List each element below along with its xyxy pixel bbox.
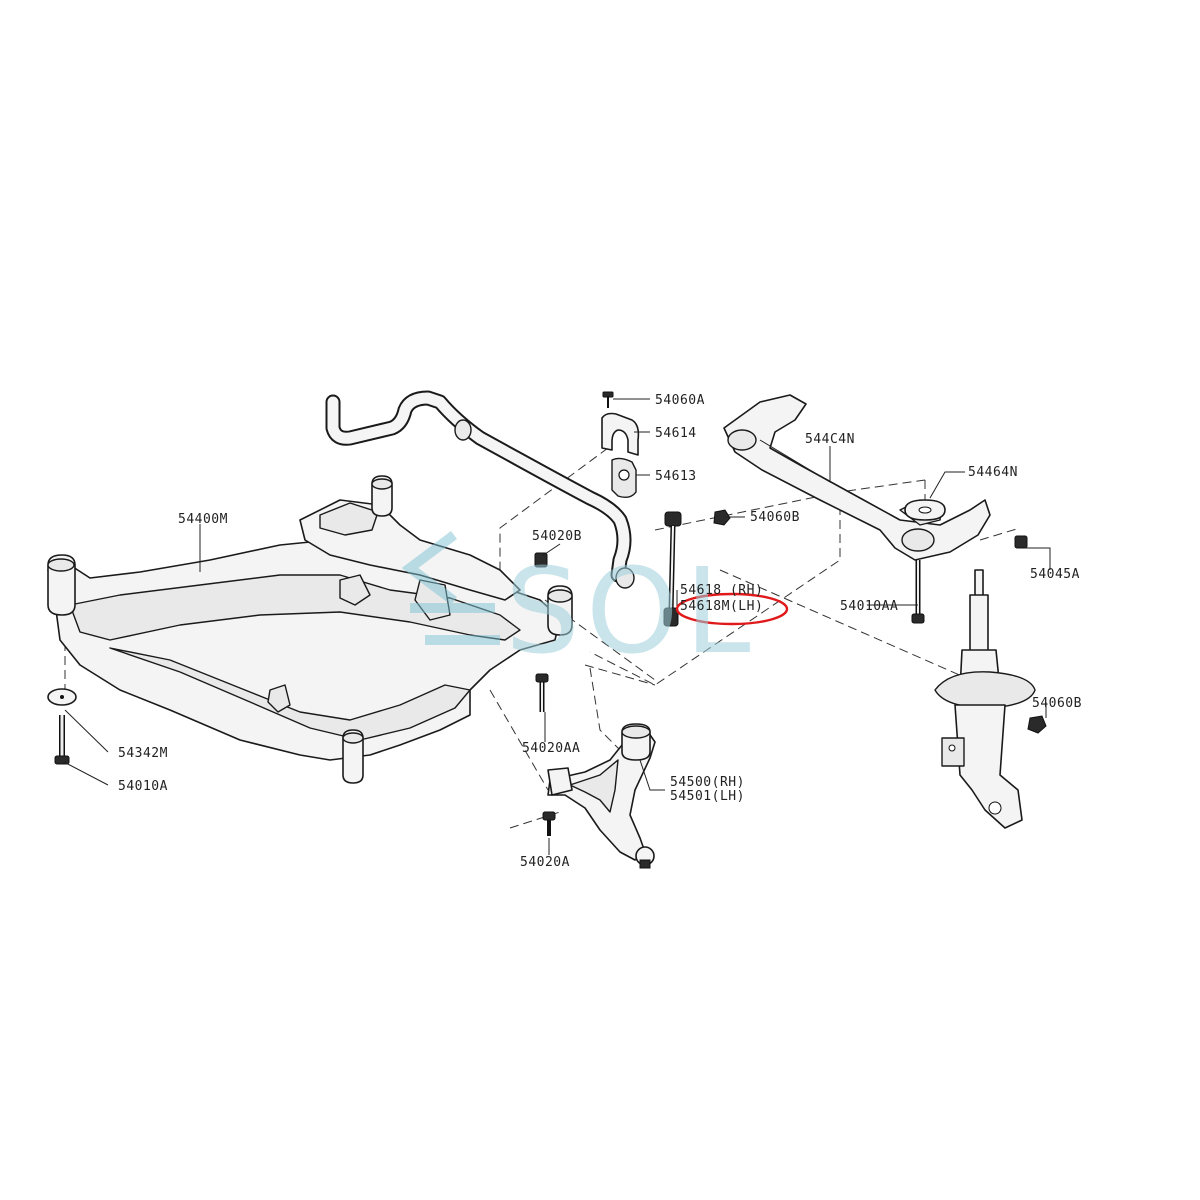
- highlight-ellipse: [675, 592, 789, 626]
- leader-lines: [63, 398, 1051, 855]
- label-54618M-lh: 54618M(LH): [680, 599, 763, 614]
- label-54045A: 54045A: [1030, 567, 1080, 582]
- member-bushings: [47, 475, 573, 784]
- label-54060B-right: 54060B: [1032, 696, 1082, 711]
- label-54614: 54614: [655, 426, 697, 441]
- label-54020A: 54020A: [520, 855, 570, 870]
- watermark: SOL: [401, 531, 757, 680]
- stabilizer-link: [663, 509, 1047, 734]
- label-54500-rh: 54500(RH): [670, 775, 745, 790]
- label-54400M: 54400M: [178, 512, 228, 527]
- label-54618-rh: 54618 (RH): [680, 583, 763, 598]
- stabilizer-bar: [325, 390, 635, 589]
- label-54060A: 54060A: [655, 393, 705, 408]
- watermark-text: SOL: [505, 542, 757, 680]
- label-544C4N: 544C4N: [805, 432, 855, 447]
- cross-brace: [723, 394, 991, 561]
- label-54501-lh: 54501(LH): [670, 789, 745, 804]
- member-fasteners: [47, 535, 1028, 836]
- suspension-member: [47, 499, 561, 761]
- label-54010A: 54010A: [118, 779, 168, 794]
- transverse-link: [547, 723, 656, 869]
- label-54010AA: 54010AA: [840, 599, 898, 614]
- label-54613: 54613: [655, 469, 697, 484]
- label-54464N: 54464N: [968, 465, 1018, 480]
- label-54342M: 54342M: [118, 746, 168, 761]
- label-54020AA: 54020AA: [522, 741, 580, 756]
- strut-assembly: [934, 569, 1036, 829]
- label-54020B: 54020B: [532, 529, 582, 544]
- part-labels: 54060A 54614 54613 544C4N 54464N 54400M …: [118, 393, 1082, 870]
- label-54060B-top: 54060B: [750, 510, 800, 525]
- stabilizer-bushing-assembly: [601, 391, 640, 499]
